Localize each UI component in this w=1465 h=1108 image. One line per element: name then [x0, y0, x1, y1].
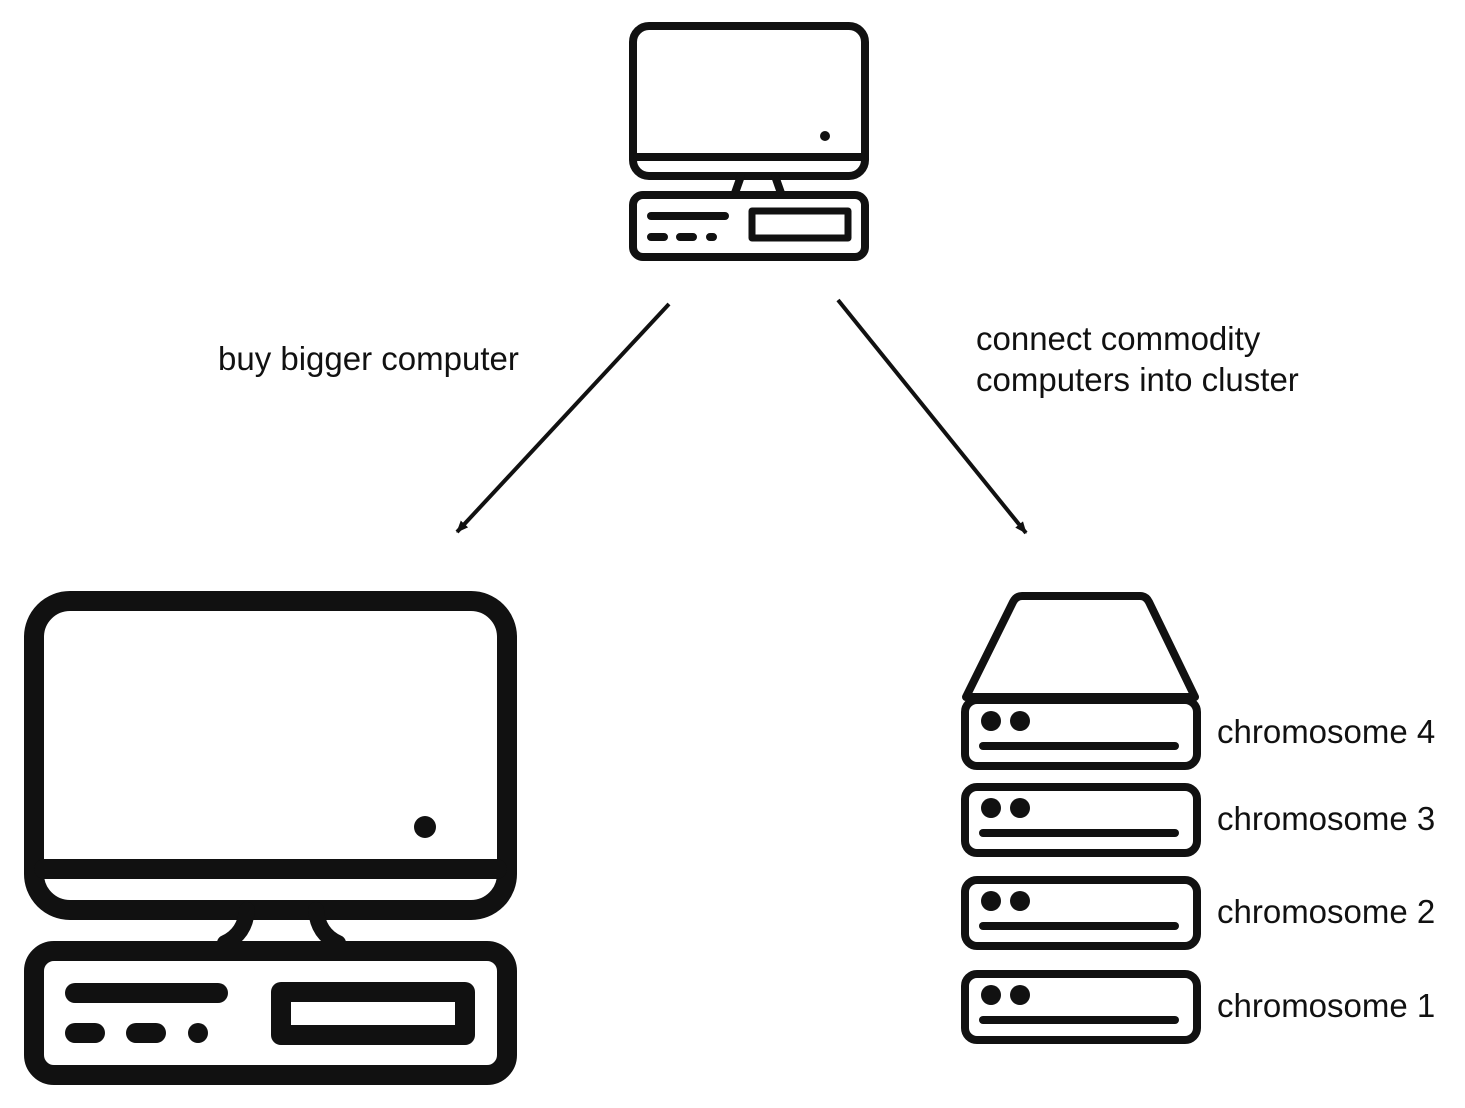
scale-out-label-line-1: connect commodity: [976, 320, 1261, 357]
monitor-frame: [24, 591, 517, 920]
server-unit: [961, 696, 1201, 770]
power-led: [414, 816, 436, 838]
server-label: chromosome 3: [1217, 800, 1435, 837]
server-led: [1010, 711, 1030, 731]
tower-drive-bay: [748, 207, 852, 242]
server-label: chromosome 1: [1217, 987, 1435, 1024]
server-label: chromosome 4: [1217, 713, 1435, 750]
scale-out-arrow: [836, 298, 1028, 535]
source-computer-icon: [629, 22, 869, 261]
server-stack-top-cap: [962, 592, 1199, 701]
scale-up-arrow: [455, 302, 671, 534]
tower-case: [24, 941, 517, 1085]
server-case: [961, 696, 1201, 770]
server-unit: [961, 783, 1201, 857]
server-led: [1010, 891, 1030, 911]
monitor-stand: [731, 172, 785, 197]
server-led: [1010, 985, 1030, 1005]
server-label: chromosome 2: [1217, 893, 1435, 930]
monitor-frame: [629, 22, 869, 180]
server-led: [1010, 798, 1030, 818]
power-led: [820, 131, 830, 141]
tower-dot: [188, 1023, 208, 1043]
server-unit: [961, 970, 1201, 1044]
tower-drive-bay: [271, 982, 475, 1045]
tower-case: [629, 191, 869, 261]
server-stack-icon: [961, 592, 1201, 1044]
server-led: [981, 711, 1001, 731]
server-case: [961, 876, 1201, 950]
server-led: [981, 891, 1001, 911]
scale-up-label: buy bigger computer: [218, 340, 519, 377]
server-case: [961, 783, 1201, 857]
server-unit: [961, 876, 1201, 950]
big-computer-icon: [24, 591, 517, 1085]
server-case: [961, 970, 1201, 1044]
scale-out-label-line-2: computers into cluster: [976, 361, 1299, 398]
server-led: [981, 798, 1001, 818]
server-led: [981, 985, 1001, 1005]
